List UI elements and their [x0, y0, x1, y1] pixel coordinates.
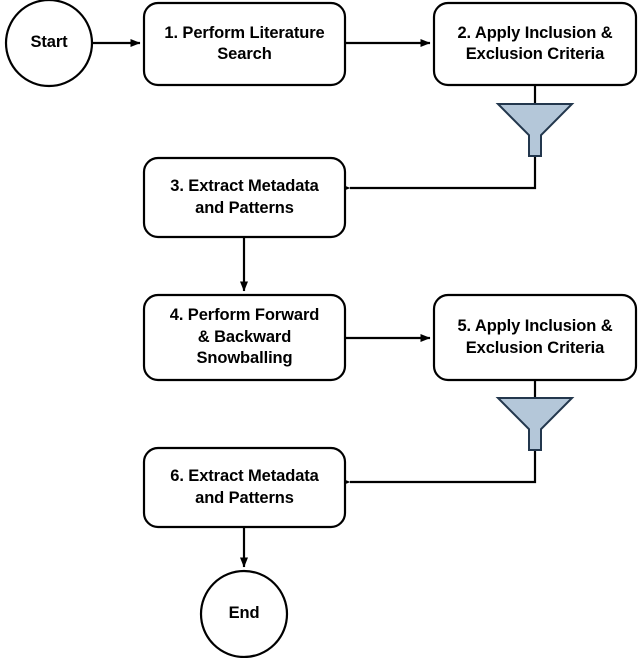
filter-layer	[495, 103, 575, 451]
process-step-4[interactable]	[142, 293, 347, 382]
process-step-5[interactable]	[432, 293, 638, 382]
process-step-1[interactable]	[142, 1, 347, 87]
filter-funnel-after-step-5[interactable]	[495, 397, 575, 451]
edge-filter2-to-step6	[340, 448, 537, 486]
process-step-2[interactable]	[432, 1, 638, 87]
start-terminator[interactable]	[4, 0, 94, 88]
process-step-6[interactable]	[142, 446, 347, 529]
filter-funnel-after-step-2[interactable]	[495, 103, 575, 157]
end-terminator[interactable]	[199, 569, 289, 658]
edge-layer	[93, 39, 537, 568]
process-step-3[interactable]	[142, 156, 347, 239]
edge-filter1-to-step3	[340, 154, 537, 192]
node-layer	[4, 0, 638, 658]
